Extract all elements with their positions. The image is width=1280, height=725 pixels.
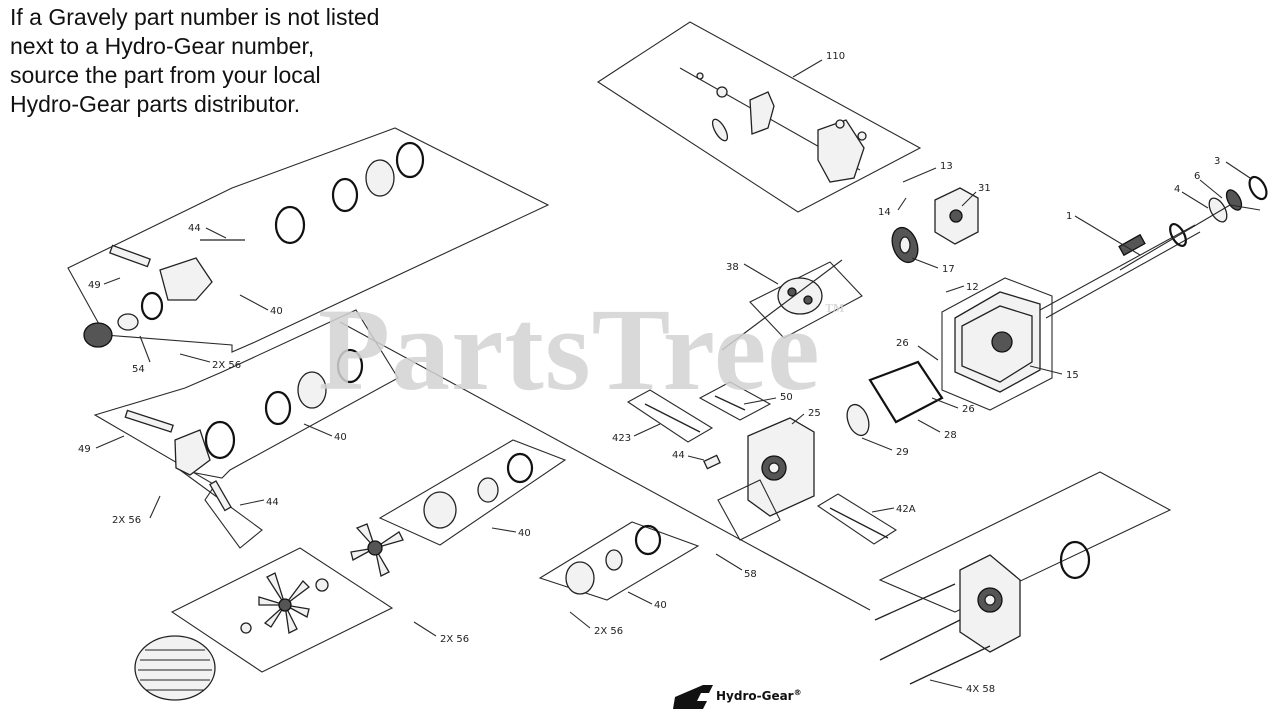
brand-logo-text: Hydro-Gear® xyxy=(716,688,802,703)
callout-2x56-lower-center[interactable]: 2X 56 xyxy=(594,626,623,637)
callout-29[interactable]: 29 xyxy=(896,447,909,458)
callout-1[interactable]: 1 xyxy=(1066,211,1072,222)
callout-49-upper[interactable]: 49 xyxy=(88,280,101,291)
notice-line: If a Gravely part number is not listed xyxy=(10,4,380,30)
callout-44-center[interactable]: 44 xyxy=(672,450,685,461)
callout-6[interactable]: 6 xyxy=(1194,171,1200,182)
callout-15[interactable]: 15 xyxy=(1066,370,1079,381)
callout-31[interactable]: 31 xyxy=(978,183,991,194)
clip-44-center[interactable] xyxy=(703,454,721,470)
callout-50[interactable]: 50 xyxy=(780,392,793,403)
gear-17[interactable] xyxy=(888,224,923,266)
callout-25[interactable]: 25 xyxy=(808,408,821,419)
callout-26-upper[interactable]: 26 xyxy=(896,338,909,349)
notice-line: Hydro-Gear parts distributor. xyxy=(10,91,301,117)
fan-assembly[interactable] xyxy=(170,547,394,673)
callout-40-upper[interactable]: 40 xyxy=(270,306,283,317)
callout-40-middle[interactable]: 40 xyxy=(334,432,347,443)
callout-38[interactable]: 38 xyxy=(726,262,739,273)
callout-58[interactable]: 58 xyxy=(744,569,757,580)
callout-40-lower-left[interactable]: 40 xyxy=(518,528,531,539)
cover-31[interactable] xyxy=(934,187,979,245)
callout-labels: 110 13 14 31 3 6 4 1 17 38 12 26 15 26 2… xyxy=(78,51,1251,695)
watermark-text: PartsTree xyxy=(318,284,821,415)
callout-28[interactable]: 28 xyxy=(944,430,957,441)
callout-423[interactable]: 423 xyxy=(612,433,631,444)
callout-110[interactable]: 110 xyxy=(826,51,845,62)
callout-4x58[interactable]: 4X 58 xyxy=(966,684,995,695)
fan-guard-cover[interactable] xyxy=(134,635,216,701)
pump-group-lower-center[interactable] xyxy=(350,439,700,601)
center-section-25[interactable] xyxy=(717,417,815,541)
watermark-trademark: ™ xyxy=(824,300,846,322)
callout-13[interactable]: 13 xyxy=(940,161,953,172)
hydro-gear-logo-icon xyxy=(673,685,713,709)
assembly-guide-lines xyxy=(339,259,871,611)
valve-50[interactable] xyxy=(698,381,772,421)
notice-line: next to a Hydro-Gear number, xyxy=(10,33,315,59)
brand-reg-mark: ® xyxy=(793,688,802,697)
callout-26-lower[interactable]: 26 xyxy=(962,404,975,415)
callout-40-lower-center[interactable]: 40 xyxy=(654,600,667,611)
pump-group-upper-left[interactable] xyxy=(67,127,550,353)
callout-14[interactable]: 14 xyxy=(878,207,891,218)
callout-12[interactable]: 12 xyxy=(966,282,979,293)
linkage-assembly-110[interactable] xyxy=(596,21,922,213)
part-number-notice: If a Gravely part number is not listed n… xyxy=(10,3,440,119)
end-cap-assembly[interactable] xyxy=(874,471,1172,685)
main-housing-15[interactable] xyxy=(941,277,1053,411)
callout-54[interactable]: 54 xyxy=(132,364,145,375)
gasket-28[interactable] xyxy=(868,360,944,424)
callout-49-middle[interactable]: 49 xyxy=(78,444,91,455)
callout-2x56-middle[interactable]: 2X 56 xyxy=(112,515,141,526)
callout-2x56-lower-left[interactable]: 2X 56 xyxy=(440,634,469,645)
callout-44-upper[interactable]: 44 xyxy=(188,223,201,234)
callout-3[interactable]: 3 xyxy=(1214,156,1220,167)
callout-42a[interactable]: 42A xyxy=(896,504,916,515)
plate-29[interactable] xyxy=(843,402,873,439)
cylinder-block-38[interactable] xyxy=(749,261,863,339)
valve-423[interactable] xyxy=(626,389,714,443)
callout-44-middle[interactable]: 44 xyxy=(266,497,279,508)
callout-2x56-upper[interactable]: 2X 56 xyxy=(212,360,241,371)
callout-4[interactable]: 4 xyxy=(1174,184,1180,195)
notice-line: source the part from your local xyxy=(10,62,321,88)
valve-42a[interactable] xyxy=(816,493,898,545)
callout-17[interactable]: 17 xyxy=(942,264,955,275)
input-shaft-assembly-1[interactable] xyxy=(1039,174,1270,319)
pump-group-middle-left[interactable] xyxy=(93,309,399,549)
brand-name: Hydro-Gear xyxy=(716,689,794,703)
